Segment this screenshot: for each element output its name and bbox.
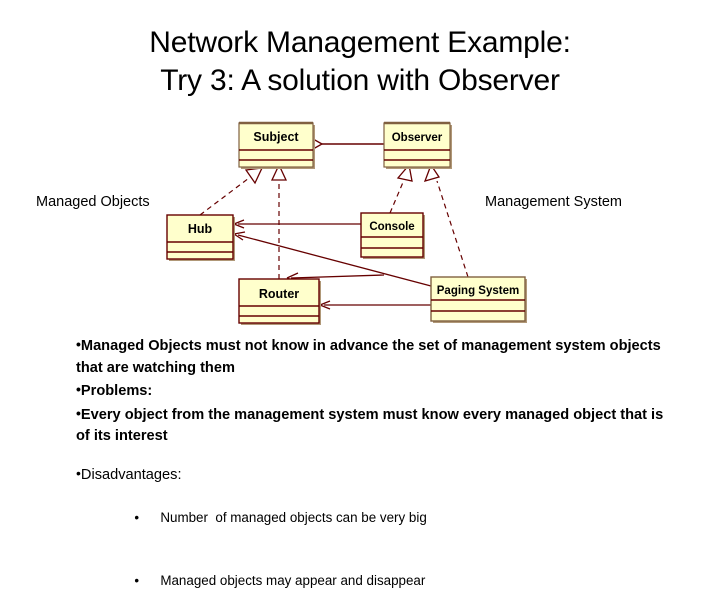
bullet-item: •Problems: [76, 379, 676, 403]
bullet-item: •Disadvantages: [76, 463, 676, 487]
class-box-router[interactable]: Router [238, 278, 321, 325]
label-managed-objects: Managed Objects [36, 194, 150, 210]
bullet-glyph: • [76, 336, 81, 352]
slide-title: Network Management Example: Try 3: A sol… [30, 24, 690, 100]
class-box-hub[interactable]: Hub [166, 214, 235, 261]
bullet-glyph: • [76, 464, 81, 481]
class-name-observer: Observer [392, 132, 443, 144]
bullet-text: Problems: [80, 383, 153, 399]
class-box-subject[interactable]: Subject [238, 121, 315, 169]
bullet-glyph: • [134, 510, 140, 525]
bullet-item-sub: • Number of managed objects can be very b… [76, 486, 676, 549]
relation-paging-system-to-observer-generalization [423, 163, 469, 278]
relation-console-to-hub-association [233, 219, 361, 229]
bullet-text: Managed Objects must not know in advance… [76, 338, 661, 376]
relation-router-to-subject-generalization [270, 163, 288, 279]
bullet-text: Number of managed objects can be very bi… [160, 510, 427, 525]
relation-observer-to-subject-aggregation [304, 138, 384, 150]
bullet-item: •Every object from the management system… [76, 403, 676, 448]
class-name-console: Console [369, 221, 414, 233]
relation-console-to-observer-generalization [389, 163, 413, 214]
relation-hub-to-subject-generalization [199, 167, 264, 216]
label-management-system: Management System [485, 194, 623, 210]
class-box-paging-system[interactable]: Paging System [430, 276, 527, 323]
bullet-item-sub: • Managed objects may appear and disappea… [76, 549, 676, 612]
bullet-text: Disadvantages: [80, 466, 182, 483]
bullet-glyph: • [134, 573, 140, 588]
title-line-2: Try 3: A solution with Observer [160, 64, 560, 97]
class-box-observer[interactable]: Observer [383, 121, 452, 169]
class-name-subject: Subject [253, 130, 299, 144]
bullet-glyph: • [76, 404, 81, 421]
class-name-hub: Hub [188, 222, 213, 236]
bullet-glyph: • [76, 381, 81, 397]
relation-paging-system-to-hub-association [233, 231, 432, 287]
class-box-console[interactable]: Console [360, 212, 425, 259]
bullet-item: •Managed Objects must not know in advanc… [76, 334, 676, 379]
bullet-text: Every object from the management system … [76, 406, 664, 445]
connector-layer [199, 138, 469, 310]
diagram-canvas: Subject Observer Hub Console [166, 121, 527, 325]
class-name-router: Router [259, 287, 299, 301]
title-line-1: Network Management Example: [149, 26, 571, 59]
class-name-paging-system: Paging System [437, 285, 519, 297]
relation-paging-system-to-router-association [319, 300, 431, 310]
uml-class-diagram: Subject Observer Hub Console [0, 118, 720, 333]
bullet-text: Managed objects may appear and disappear [160, 573, 426, 588]
body-bullet-list: •Managed Objects must not know in advanc… [76, 334, 676, 612]
